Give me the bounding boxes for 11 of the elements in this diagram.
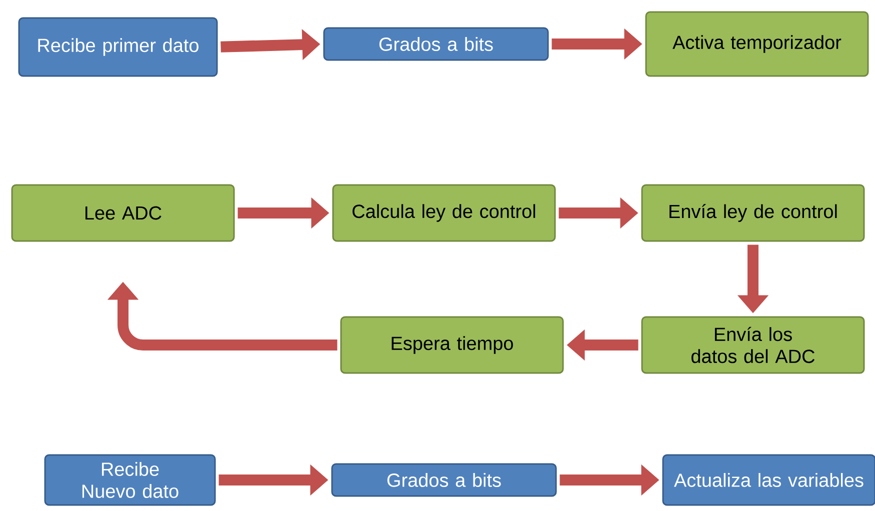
process-box: Actualiza las variables <box>662 454 875 506</box>
process-box: Recibe Nuevo dato <box>44 454 216 506</box>
process-box: Grados a bits <box>323 27 549 61</box>
process-box: Activa temporizador <box>645 11 869 77</box>
process-box: Calcula ley de control <box>332 184 556 242</box>
process-box: Envía ley de control <box>641 184 865 242</box>
process-box: Lee ADC <box>11 184 235 242</box>
process-box: Recibe primer dato <box>18 17 218 77</box>
process-box: Espera tiempo <box>340 316 564 374</box>
process-box: Envía los datos del ADC <box>641 316 865 374</box>
process-box: Grados a bits <box>331 463 557 497</box>
